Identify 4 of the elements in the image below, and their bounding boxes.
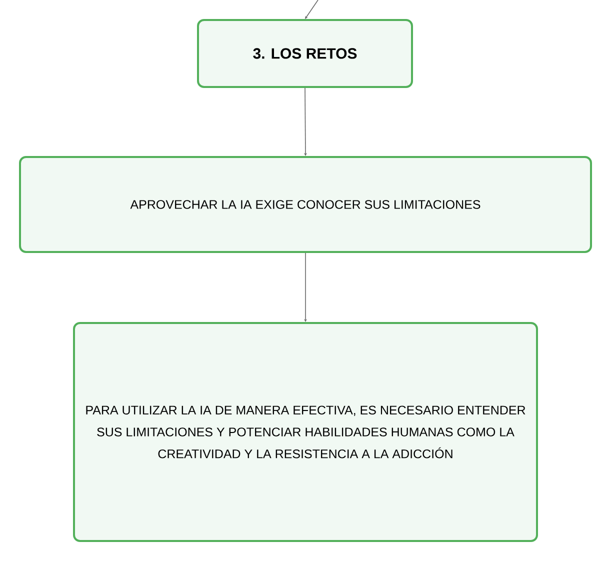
process-box: APROVECHAR LA IA EXIGE CONOCER SUS LIMITACIONES [19, 156, 592, 253]
process-box: PARA UTILIZAR LA IA DE MANERA EFECTIVA, ES NECESARIO ENTENDER SUS LIMITACIONES Y POTENCIAR HABILIDADES HUMANAS COMO LA CREATIVIDAD Y LA RESISTENCIA A LA ADICCIÓN [73, 322, 538, 542]
process-box: 3. LOS RETOS [197, 19, 413, 88]
arrow [305, 0, 318, 19]
